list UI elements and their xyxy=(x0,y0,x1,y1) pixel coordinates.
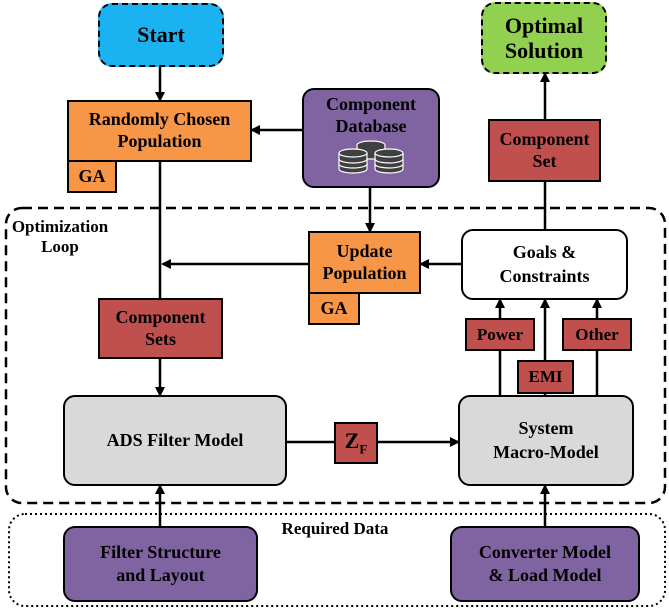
filter-structure-box: Filter Structure and Layout xyxy=(63,526,258,602)
comp-db-label-2: Database xyxy=(335,115,407,136)
filter-struct-label-2: and Layout xyxy=(116,565,205,585)
ga-badge-1: GA xyxy=(67,160,117,193)
zf-box: ZF xyxy=(334,422,378,464)
system-macro-model-box: System Macro-Model xyxy=(458,395,634,486)
goals-label-1: Goals & xyxy=(512,242,577,263)
required-data-text: Required Data xyxy=(281,519,389,538)
emi-box: EMI xyxy=(517,360,574,394)
random-pop-label-2: Population xyxy=(117,131,202,151)
opt-loop-line-1: Optimization xyxy=(11,217,109,236)
ga-label-2: GA xyxy=(320,298,348,318)
power-box: Power xyxy=(465,318,535,351)
ads-label: ADS Filter Model xyxy=(106,430,244,450)
update-population-box: Update Population xyxy=(308,231,421,294)
comp-db-label-1: Component xyxy=(325,94,416,114)
start-label: Start xyxy=(137,22,185,47)
optimal-label-2: Solution xyxy=(504,38,584,63)
database-icon xyxy=(338,140,404,174)
component-sets-box: Component Sets xyxy=(98,298,223,359)
opt-loop-line-2: Loop xyxy=(41,237,79,257)
system-label-1: System xyxy=(518,418,574,439)
converter-model-box: Converter Model & Load Model xyxy=(450,526,640,602)
optimal-solution-node: Optimal Solution xyxy=(481,2,607,74)
random-population-box: Randomly Chosen Population xyxy=(67,100,252,162)
optimization-loop-region xyxy=(4,206,667,505)
start-node: Start xyxy=(98,3,224,67)
update-pop-label-1: Update xyxy=(336,240,393,261)
comp-set-label-1: Component xyxy=(499,128,590,149)
component-database-box: Component Database xyxy=(302,88,440,188)
required-data-label: Required Data xyxy=(260,519,410,539)
emi-label: EMI xyxy=(528,367,563,386)
ga-badge-2: GA xyxy=(308,292,360,325)
comp-sets-label-1: Component xyxy=(115,306,206,327)
ga-label-1: GA xyxy=(78,166,106,186)
other-label: Other xyxy=(575,324,619,344)
filter-struct-label-1: Filter Structure xyxy=(100,541,221,562)
converter-label-1: Converter Model xyxy=(478,541,612,562)
power-label: Power xyxy=(476,324,524,344)
required-data-region xyxy=(8,513,666,607)
goals-constraints-box: Goals & Constraints xyxy=(461,229,628,300)
component-set-box: Component Set xyxy=(488,119,601,182)
ads-filter-model-box: ADS Filter Model xyxy=(63,395,287,486)
comp-sets-label-2: Sets xyxy=(145,328,176,349)
converter-label-2: & Load Model xyxy=(488,565,602,585)
optimal-label-1: Optimal xyxy=(504,12,584,38)
zf-subscript: F xyxy=(359,441,368,457)
goals-label-2: Constraints xyxy=(499,265,590,286)
random-pop-label-1: Randomly Chosen xyxy=(88,109,231,130)
system-label-2: Macro-Model xyxy=(493,441,599,462)
zf-label: ZF xyxy=(345,428,368,457)
zf-main: Z xyxy=(344,428,360,454)
optimization-loop-label: Optimization Loop xyxy=(10,217,110,258)
comp-set-label-2: Set xyxy=(532,150,557,171)
update-pop-label-2: Population xyxy=(322,262,407,283)
other-box: Other xyxy=(562,318,632,351)
